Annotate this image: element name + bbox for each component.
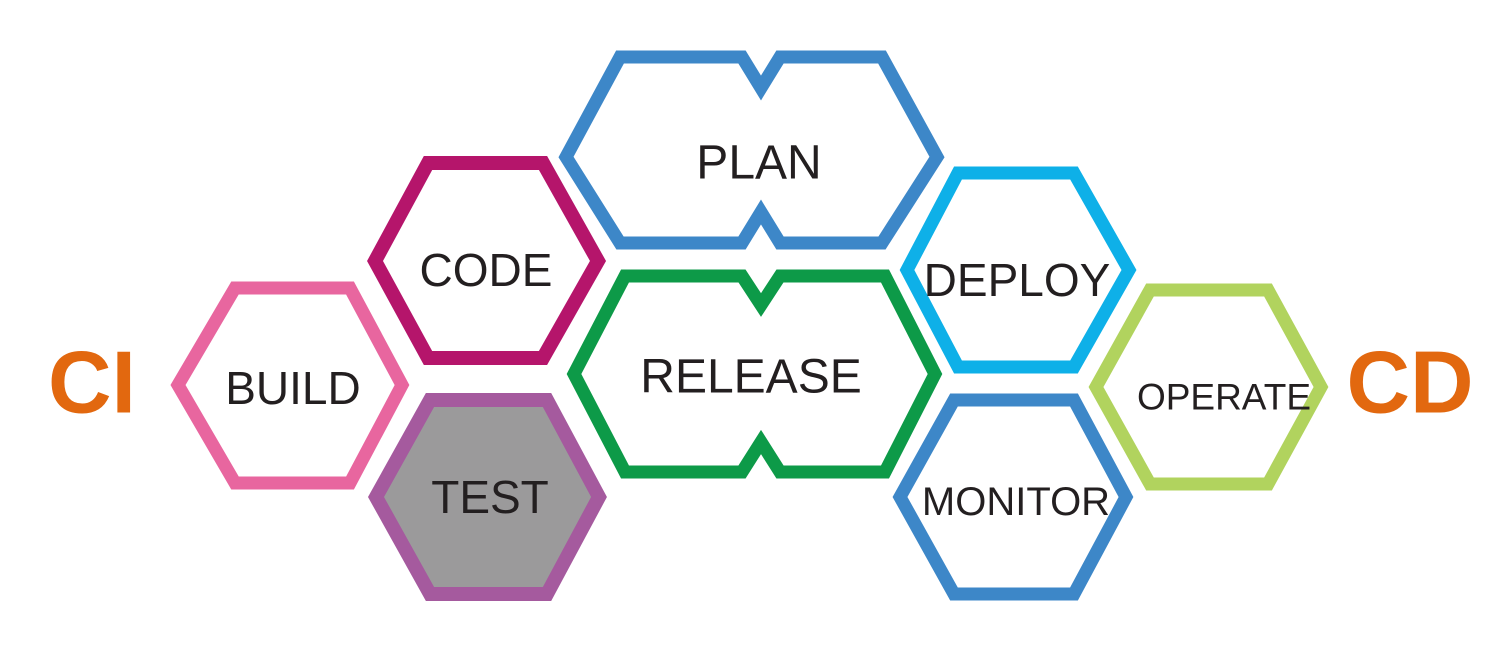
test-stage: TEST	[367, 393, 607, 601]
deploy-label: DEPLOY	[924, 254, 1111, 306]
operate-stage: OPERATE	[1088, 283, 1329, 491]
deploy-hexagon	[899, 166, 1137, 374]
plan-stage: PLAN	[558, 50, 945, 250]
code-stage: CODE	[367, 156, 607, 365]
operate-hexagon	[1088, 283, 1329, 491]
monitor-label: MONITOR	[922, 480, 1110, 524]
ci-label: CI	[48, 333, 136, 432]
code-hexagon	[367, 156, 607, 365]
build-hexagon	[170, 281, 410, 490]
code-label: CODE	[420, 244, 553, 296]
build-stage: BUILD	[170, 281, 410, 490]
operate-label: OPERATE	[1137, 377, 1311, 418]
plan-hexagon	[558, 50, 945, 250]
release-label: RELEASE	[640, 351, 861, 404]
release-hexagon	[566, 269, 943, 479]
test-label: TEST	[431, 471, 549, 523]
monitor-hexagon	[892, 393, 1134, 601]
plan-label: PLAN	[696, 137, 821, 190]
build-label: BUILD	[225, 362, 360, 414]
release-stage: RELEASE	[566, 269, 943, 479]
deploy-stage: DEPLOY	[899, 166, 1137, 374]
cd-label: CD	[1346, 333, 1473, 432]
test-hexagon	[367, 393, 607, 601]
monitor-stage: MONITOR	[892, 393, 1134, 601]
